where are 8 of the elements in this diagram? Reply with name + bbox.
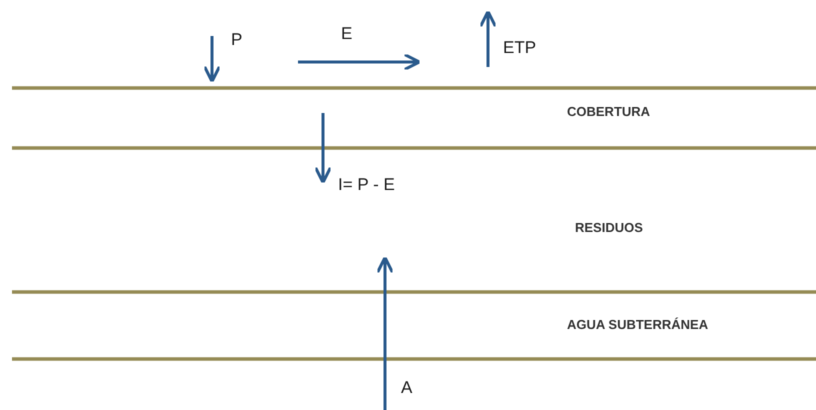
arrow-label: P — [231, 30, 242, 50]
formula-label: I= P - E — [338, 175, 395, 195]
arrow-label: A — [401, 378, 412, 398]
layer-label: RESIDUOS — [575, 220, 643, 235]
layer-label: AGUA SUBTERRÁNEA — [567, 317, 708, 332]
arrow-label: ETP — [503, 38, 536, 58]
layer-label: COBERTURA — [567, 104, 650, 119]
arrow-label: E — [341, 24, 352, 44]
